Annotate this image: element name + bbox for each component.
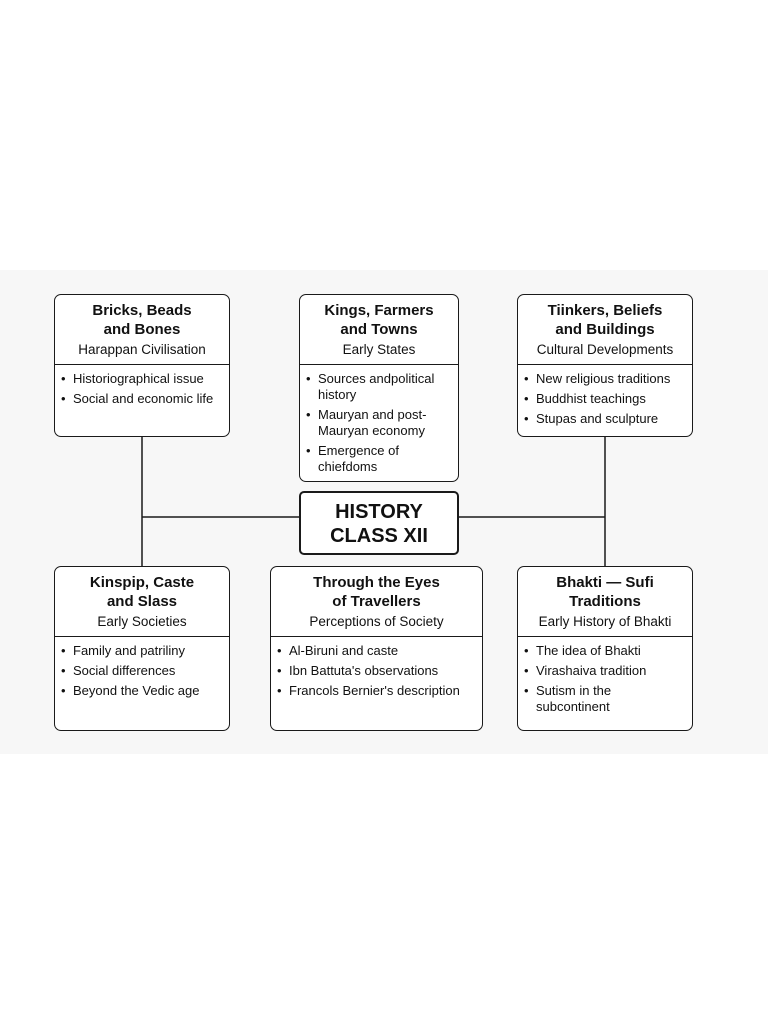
topic-list: The idea of Bhakti Virashaiva tradition …: [518, 637, 692, 723]
topic-subtitle: Early Societies: [97, 614, 187, 629]
list-item: Virashaiva tradition: [524, 663, 688, 679]
topic-subtitle: Early States: [342, 342, 416, 357]
list-item: Al-Biruni and caste: [277, 643, 478, 659]
topic-list: Historiographical issue Social and econo…: [55, 365, 229, 415]
topic-list: Family and patriliny Social differences …: [55, 637, 229, 707]
topic-box-kinship-caste-class: Kinspip, Caste and Slass Early Societies…: [54, 566, 230, 731]
list-item: Historiographical issue: [61, 371, 225, 387]
list-item: Francols Bernier's description: [277, 683, 478, 699]
topic-title: Kings, Farmers and Towns: [324, 302, 434, 338]
topic-subtitle: Harappan Civilisation: [78, 342, 206, 357]
topic-title: Bricks, Beads and Bones: [92, 302, 192, 338]
topic-box-bricks-beads-bones: Bricks, Beads and Bones Harappan Civilis…: [54, 294, 230, 437]
topic-header: Through the Eyes of Travellers Perceptio…: [271, 567, 482, 637]
topic-box-thinkers-beliefs-buildings: Tiinkers, Beliefs and Buildings Cultural…: [517, 294, 693, 437]
topic-header: Bricks, Beads and Bones Harappan Civilis…: [55, 295, 229, 365]
list-item: Emergence of chiefdoms: [306, 443, 454, 475]
list-item: The idea of Bhakti: [524, 643, 688, 659]
topic-box-kings-farmers-towns: Kings, Farmers and Towns Early States So…: [299, 294, 459, 482]
list-item: New religious traditions: [524, 371, 688, 387]
list-item: Sutism in the subcontinent: [524, 683, 688, 715]
topic-subtitle: Cultural Developments: [536, 342, 674, 357]
list-item: Beyond the Vedic age: [61, 683, 225, 699]
list-item: Mauryan and post- Mauryan economy: [306, 407, 454, 439]
topic-subtitle: Perceptions of Society: [309, 614, 444, 629]
topic-list: Sources andpolitical history Mauryan and…: [300, 365, 458, 483]
topic-box-bhakti-sufi-traditions: Bhakti — Sufi Traditions Early History o…: [517, 566, 693, 731]
topic-header: Kinspip, Caste and Slass Early Societies: [55, 567, 229, 637]
list-item: Social differences: [61, 663, 225, 679]
topic-title: Through the Eyes of Travellers: [313, 574, 440, 610]
topic-title: Bhakti — Sufi Traditions: [556, 574, 654, 610]
topic-header: Tiinkers, Beliefs and Buildings Cultural…: [518, 295, 692, 365]
topic-list: New religious traditions Buddhist teachi…: [518, 365, 692, 435]
topic-title: Kinspip, Caste and Slass: [89, 574, 195, 610]
list-item: Stupas and sculpture: [524, 411, 688, 427]
topic-header: Bhakti — Sufi Traditions Early History o…: [518, 567, 692, 637]
list-item: Buddhist teachings: [524, 391, 688, 407]
list-item: Ibn Battuta's observations: [277, 663, 478, 679]
list-item: Social and economic life: [61, 391, 225, 407]
topic-box-through-eyes-of-travellers: Through the Eyes of Travellers Perceptio…: [270, 566, 483, 731]
list-item: Family and patriliny: [61, 643, 225, 659]
topic-header: Kings, Farmers and Towns Early States: [300, 295, 458, 365]
topic-list: Al-Biruni and caste Ibn Battuta's observ…: [271, 637, 482, 707]
topic-title: Tiinkers, Beliefs and Buildings: [547, 302, 663, 338]
topic-subtitle: Early History of Bhakti: [538, 614, 672, 629]
center-node-history-class-xii: HISTORY CLASS XII: [299, 491, 459, 555]
list-item: Sources andpolitical history: [306, 371, 454, 403]
